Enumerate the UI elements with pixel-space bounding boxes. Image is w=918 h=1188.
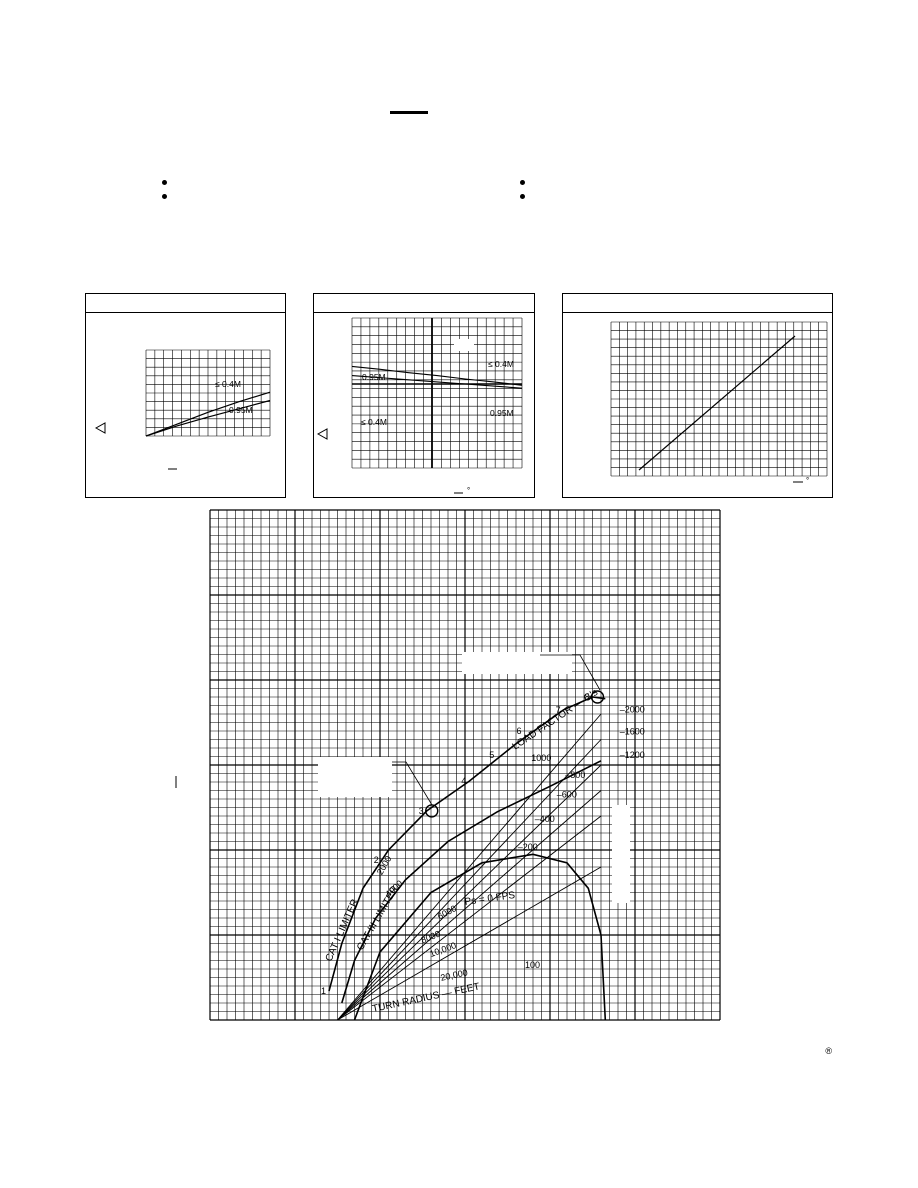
triangle-marker <box>316 428 328 440</box>
turn-radius-value-label: 20,000 <box>440 967 469 983</box>
panel-header <box>314 294 534 313</box>
main-chart-curves <box>328 696 607 1021</box>
figure-panel-1: ≤ 0.4M 0.95M <box>85 293 286 498</box>
figure-panel-3: ° <box>562 293 833 498</box>
chart-1-svg: ≤ 0.4M 0.95M <box>94 349 271 470</box>
turn-radius-label: TURN RADIUS — FEET <box>371 981 480 1015</box>
panel-header <box>563 294 832 313</box>
chart-3-svg: ° <box>610 321 828 485</box>
corner-point-marker <box>425 804 439 818</box>
chart-1-label-095m: 0.95M <box>229 405 253 415</box>
bullet-dot <box>162 194 167 199</box>
turn-radius-line <box>337 713 602 1021</box>
bullet-dot <box>520 180 525 185</box>
chart-2-series-line <box>351 375 523 389</box>
ps-contour-label: –1600 <box>620 726 645 736</box>
turn-radius-line <box>337 866 602 1021</box>
callout-box-right <box>612 805 630 903</box>
turn-radius-value-label: 8000 <box>420 929 442 946</box>
ps-contour-labels: –2000 –1600 –1200 –800 –600 –400 –200 1000 <box>518 704 645 852</box>
load-factor-point-label: 3 <box>419 806 424 816</box>
ps-contour-label: –200 <box>518 842 538 852</box>
title-rule <box>390 111 428 114</box>
main-series-curve <box>353 853 607 1021</box>
chart-2-label-095m-right: 0.95M <box>490 408 514 418</box>
main-chart-grid <box>209 509 721 1021</box>
chart-2-label-04m-left: ≤ 0.4M <box>361 417 387 427</box>
ps-contour-label: –2000 <box>620 704 645 714</box>
chart-1-series-line <box>145 399 271 437</box>
main-chart-svg: CAT I LIMITER CAT III LIMITER LOAD FACTO… <box>175 509 721 1021</box>
figure-panel-2: 0.95M ≤ 0.4M 0.95M ≤ 0.4M ° <box>313 293 535 498</box>
ps-contour-label: 1000 <box>531 753 551 763</box>
max-g-point-marker <box>590 690 605 704</box>
load-factor-point-label: 5 <box>489 750 494 760</box>
turn-radius-line <box>337 815 602 1021</box>
degree-symbol: ° <box>467 486 470 495</box>
callout-box-left <box>318 757 392 797</box>
chart-1-series-line <box>145 391 271 437</box>
chart-2-svg: 0.95M ≤ 0.4M 0.95M ≤ 0.4M ° <box>316 317 523 495</box>
turn-radius-line <box>337 739 602 1021</box>
chart-1-label-04m: ≤ 0.4M <box>215 379 241 389</box>
ps-contour-label: –1200 <box>620 750 645 760</box>
chart-2-label-04m-right: ≤ 0.4M <box>488 359 514 369</box>
load-factor-point-label: 2 <box>374 855 379 865</box>
turn-radius-value-label: 6000 <box>436 903 458 921</box>
panel-header <box>86 294 285 313</box>
turn-radius-line <box>337 764 602 1021</box>
degree-symbol: ° <box>806 476 809 485</box>
bullet-dot <box>520 194 525 199</box>
load-factor-point-label: 6 <box>517 726 522 736</box>
load-factor-point-labels: 1 2 3 4 5 6 7 8 <box>321 690 605 996</box>
chart-2-label-095m-left: 0.95M <box>362 372 386 382</box>
main-series-curve <box>328 696 606 992</box>
callout-box-upper <box>462 652 572 674</box>
chart-2-series-line <box>351 365 523 386</box>
load-factor-point-label: 7 <box>556 705 561 715</box>
chart-1-grid <box>145 349 271 437</box>
load-factor-point-label: 1 <box>321 986 326 996</box>
bullet-dot <box>162 180 167 185</box>
ps-contour-label: –800 <box>565 770 585 780</box>
load-factor-point-label: 4 <box>461 776 466 786</box>
ps-contour-label: –400 <box>535 814 555 824</box>
footer-symbol: ® <box>825 1046 832 1056</box>
triangle-marker <box>94 422 106 434</box>
load-factor-point-label: 8 <box>585 692 590 702</box>
chart-3-series-line <box>638 335 796 471</box>
turn-radius-line <box>337 790 602 1021</box>
turn-radius-100-label: 100 <box>525 960 540 970</box>
main-series-curve <box>341 760 602 1004</box>
ps-contour-label: –600 <box>557 789 577 799</box>
turn-radius-value-label: 10,000 <box>428 940 457 959</box>
